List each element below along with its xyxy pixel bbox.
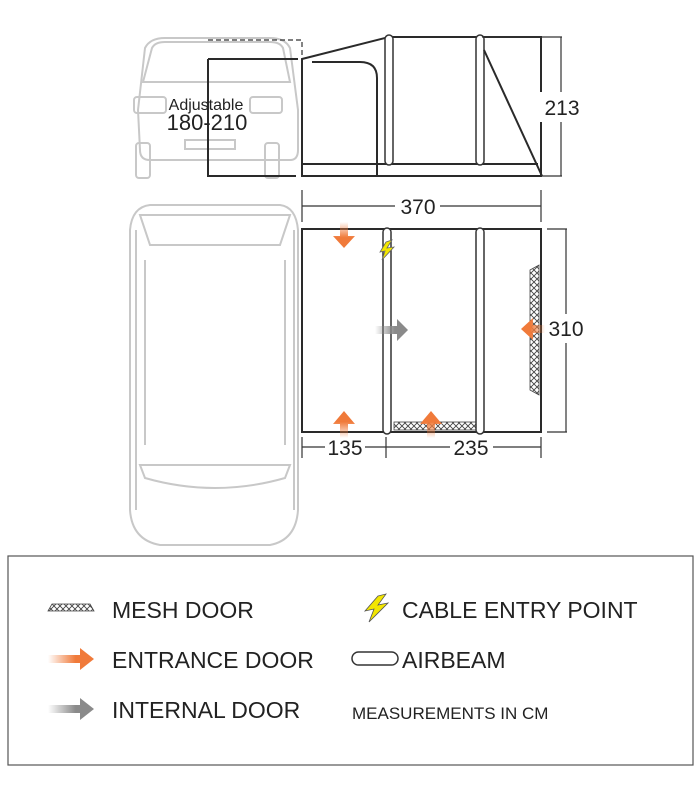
awning-floor-plan [301,222,567,458]
legend-mesh-door: MESH DOOR [112,597,254,623]
adjustable-label: Adjustable [169,97,244,114]
internal-door-icon [48,698,94,720]
airbeam [475,227,485,435]
internal-door-arrow [375,319,408,341]
cable-entry-legend-icon [363,593,390,623]
legend: MESH DOOR ENTRANCE DOOR INTERNAL DOOR CA… [7,555,694,766]
airbeam-icon [351,651,399,666]
entrance-arrow [521,318,545,340]
adjustable-range: 180-210 [167,110,248,135]
car-rear-view [133,37,299,179]
legend-cable-entry: CABLE ENTRY POINT [402,597,638,623]
length-dimension: 370 [400,196,435,219]
awning-side-view [207,34,584,177]
mesh-door-icon [47,603,95,612]
entrance-arrow [420,411,442,438]
entrance-arrow [333,411,355,438]
legend-internal-door: INTERNAL DOOR [112,697,300,723]
legend-airbeam: AIRBEAM [402,647,506,673]
section-1-dimension: 135 [327,437,362,460]
legend-measurements: MEASUREMENTS IN CM [352,704,548,723]
height-dimension: 213 [544,97,579,120]
width-dimension: 310 [548,318,583,341]
car-top-view [129,204,299,546]
cable-entry-icon [379,239,396,261]
entrance-arrow [333,222,355,248]
section-2-dimension: 235 [453,437,488,460]
legend-entrance-door: ENTRANCE DOOR [112,647,314,673]
entrance-door-icon [48,648,94,670]
